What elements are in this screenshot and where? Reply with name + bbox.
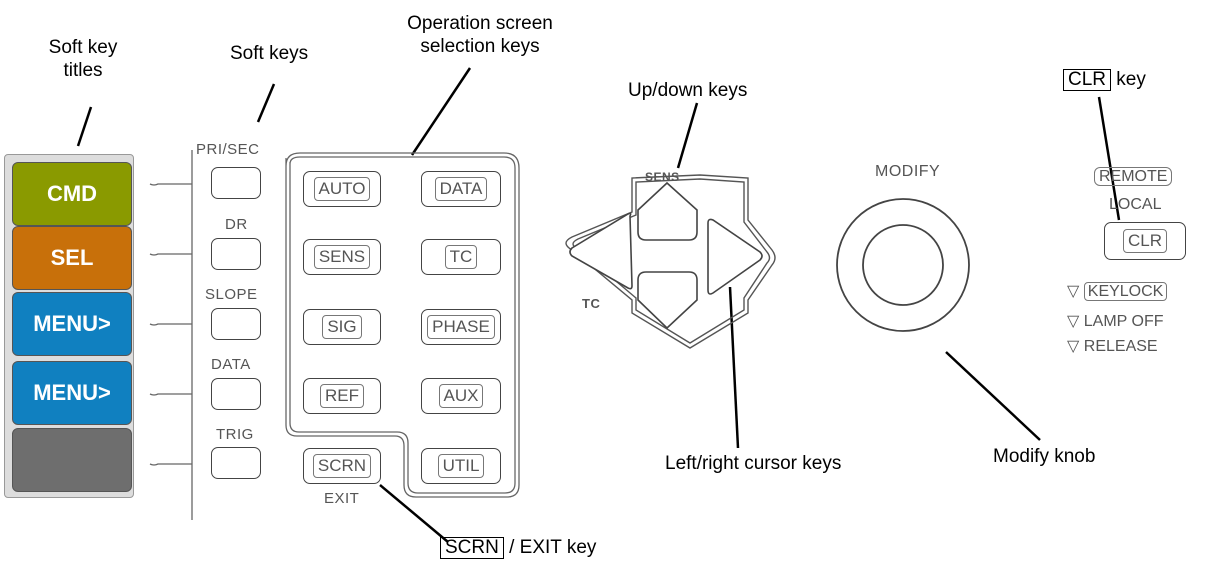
title-key-sel: SEL: [12, 226, 132, 290]
cursor-down-key: [637, 271, 698, 330]
release-label: RELEASE: [1083, 338, 1158, 355]
lamp-off-indicator: ▽ LAMP OFF: [1067, 311, 1163, 331]
softkey-3[interactable]: [211, 308, 261, 340]
cursor-right-key: [707, 218, 763, 295]
op-key-ref[interactable]: REF: [303, 378, 381, 414]
cursor-left-key: [569, 212, 633, 290]
scrn-suffix: / EXIT key: [509, 537, 597, 558]
callout-soft-key-titles: Soft key titles: [28, 36, 138, 82]
op-key-aux[interactable]: AUX: [421, 378, 501, 414]
title-key-menu-2: MENU>: [12, 361, 132, 425]
callout-operation-line2: selection keys: [420, 36, 540, 57]
op-key-sens-label: SENS: [313, 245, 371, 269]
op-key-auto-label: AUTO: [313, 177, 371, 201]
softkey-2[interactable]: [211, 238, 261, 270]
op-key-util-label: UTIL: [437, 454, 485, 478]
release-triangle: ▽: [1067, 338, 1080, 355]
op-key-ref-label: REF: [320, 384, 364, 408]
leader-operation-keys: [410, 67, 472, 156]
callout-soft-key-titles-line2: titles: [63, 60, 103, 81]
op-key-data[interactable]: DATA: [421, 171, 501, 207]
clr-key[interactable]: CLR: [1104, 222, 1186, 260]
cursor-up-key: [637, 181, 698, 241]
softkey-5[interactable]: [211, 447, 261, 479]
clr-key-suffix: key: [1116, 69, 1146, 90]
lamp-off-label: LAMP OFF: [1083, 313, 1164, 330]
remote-label: REMOTE: [1094, 167, 1173, 186]
callout-clr-key: CLR key: [1063, 68, 1146, 91]
callout-soft-key-titles-line1: Soft key: [48, 37, 118, 58]
callout-modify-knob: Modify knob: [993, 446, 1096, 467]
clr-key-label: CLR: [1122, 229, 1167, 253]
keylock-label: KEYLOCK: [1083, 282, 1168, 301]
title-key-cmd: CMD: [12, 162, 132, 226]
local-label: LOCAL: [1109, 196, 1162, 213]
softkey-4[interactable]: [211, 378, 261, 410]
op-key-tc[interactable]: TC: [421, 239, 501, 275]
leader-up-down: [676, 102, 699, 169]
softkey-label-trig: TRIG: [216, 426, 254, 443]
leader-modify: [945, 351, 1041, 441]
keylock-indicator: ▽ KEYLOCK: [1067, 281, 1168, 301]
remote-label-text: REMOTE: [1094, 167, 1173, 186]
softkey-label-dr: DR: [225, 216, 248, 233]
callout-up-down-keys: Up/down keys: [628, 80, 748, 101]
softkey-label-data: DATA: [211, 356, 251, 373]
cursor-sens-label: SENS: [645, 170, 680, 184]
lamp-off-triangle: ▽: [1067, 313, 1080, 330]
op-key-scrn[interactable]: SCRN: [303, 448, 381, 484]
leader-scrn: [379, 484, 449, 543]
callout-scrn-exit-key: SCRN / EXIT key: [440, 536, 596, 559]
clr-key-box-label: CLR: [1063, 69, 1112, 91]
callout-left-right-keys: Left/right cursor keys: [665, 453, 842, 474]
op-key-sens[interactable]: SENS: [303, 239, 381, 275]
title-key-blank: [12, 428, 132, 492]
leader-clr: [1097, 96, 1121, 221]
op-key-sig-label: SIG: [322, 315, 362, 339]
modify-knob-inner: [862, 224, 944, 306]
op-key-aux-label: AUX: [438, 384, 484, 408]
softkey-label-slope: SLOPE: [205, 286, 258, 303]
title-key-menu-1: MENU>: [12, 292, 132, 356]
op-key-tc-label: TC: [444, 245, 478, 269]
op-key-auto[interactable]: AUTO: [303, 171, 381, 207]
modify-label: MODIFY: [875, 163, 941, 180]
op-key-phase[interactable]: PHASE: [421, 309, 501, 345]
op-key-util[interactable]: UTIL: [421, 448, 501, 484]
callout-soft-keys: Soft keys: [230, 43, 309, 64]
callout-operation-keys: Operation screen selection keys: [380, 12, 580, 58]
callout-operation-line1: Operation screen: [407, 13, 553, 34]
op-key-sig[interactable]: SIG: [303, 309, 381, 345]
cursor-tc-label: TC: [582, 296, 601, 311]
softkey-1[interactable]: [211, 167, 261, 199]
op-key-phase-label: PHASE: [427, 315, 495, 339]
leader-soft-key-titles: [76, 106, 93, 147]
op-key-data-label: DATA: [434, 177, 488, 201]
scrn-exit-label: EXIT: [324, 490, 360, 507]
release-indicator: ▽ RELEASE: [1067, 336, 1158, 356]
op-key-scrn-label: SCRN: [312, 454, 372, 478]
keylock-triangle: ▽: [1067, 283, 1080, 300]
leader-soft-keys: [256, 83, 276, 123]
leader-left-right: [728, 286, 740, 449]
softkey-label-pri-sec: PRI/SEC: [196, 141, 260, 158]
scrn-box-label: SCRN: [440, 537, 504, 559]
